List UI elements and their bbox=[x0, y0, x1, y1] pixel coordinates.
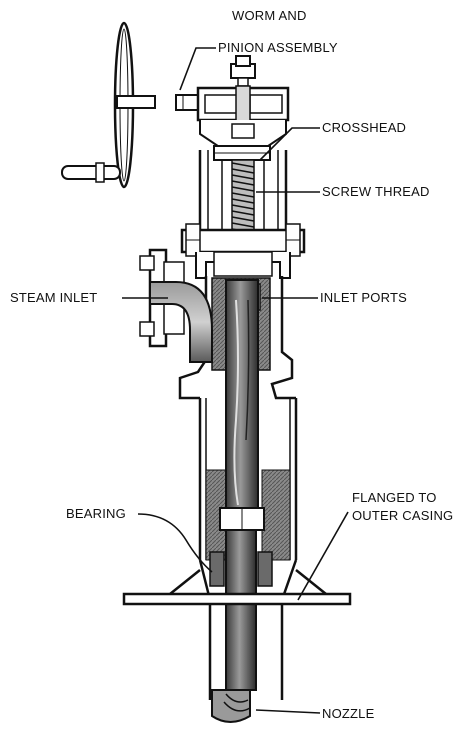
label-steam-inlet: STEAM INLET bbox=[10, 290, 98, 305]
label-crosshead: CROSSHEAD bbox=[322, 120, 407, 135]
handwheel bbox=[61, 21, 156, 189]
screw-thread bbox=[231, 159, 255, 245]
gear-housing bbox=[196, 55, 290, 151]
leader-nozzle bbox=[255, 709, 321, 714]
lance-tube bbox=[219, 279, 265, 691]
leader-crosshead bbox=[259, 127, 320, 161]
label-bearing: BEARING bbox=[66, 506, 126, 521]
label-worm-line2: PINION ASSEMBLY bbox=[218, 40, 338, 55]
leader-lines bbox=[122, 47, 349, 714]
nozzle bbox=[211, 689, 251, 723]
label-inlet-ports: INLET PORTS bbox=[320, 290, 407, 305]
leader-bearing bbox=[137, 513, 213, 573]
worm-shaft bbox=[175, 94, 199, 111]
gland-flange bbox=[180, 223, 306, 279]
label-screw-thread: SCREW THREAD bbox=[322, 184, 430, 199]
leader-flanged bbox=[297, 511, 349, 601]
leader-worm bbox=[179, 47, 216, 91]
mounting-flange bbox=[122, 569, 352, 606]
steam-inlet-elbow bbox=[149, 281, 213, 363]
label-nozzle: NOZZLE bbox=[322, 706, 375, 721]
crank-handle bbox=[61, 162, 121, 183]
label-worm-line1: WORM AND bbox=[232, 8, 307, 23]
bearing bbox=[209, 551, 273, 587]
label-flanged-line1: FLANGED TO bbox=[352, 490, 437, 505]
label-flanged-line2: OUTER CASING bbox=[352, 508, 454, 523]
barrel bbox=[198, 398, 298, 700]
